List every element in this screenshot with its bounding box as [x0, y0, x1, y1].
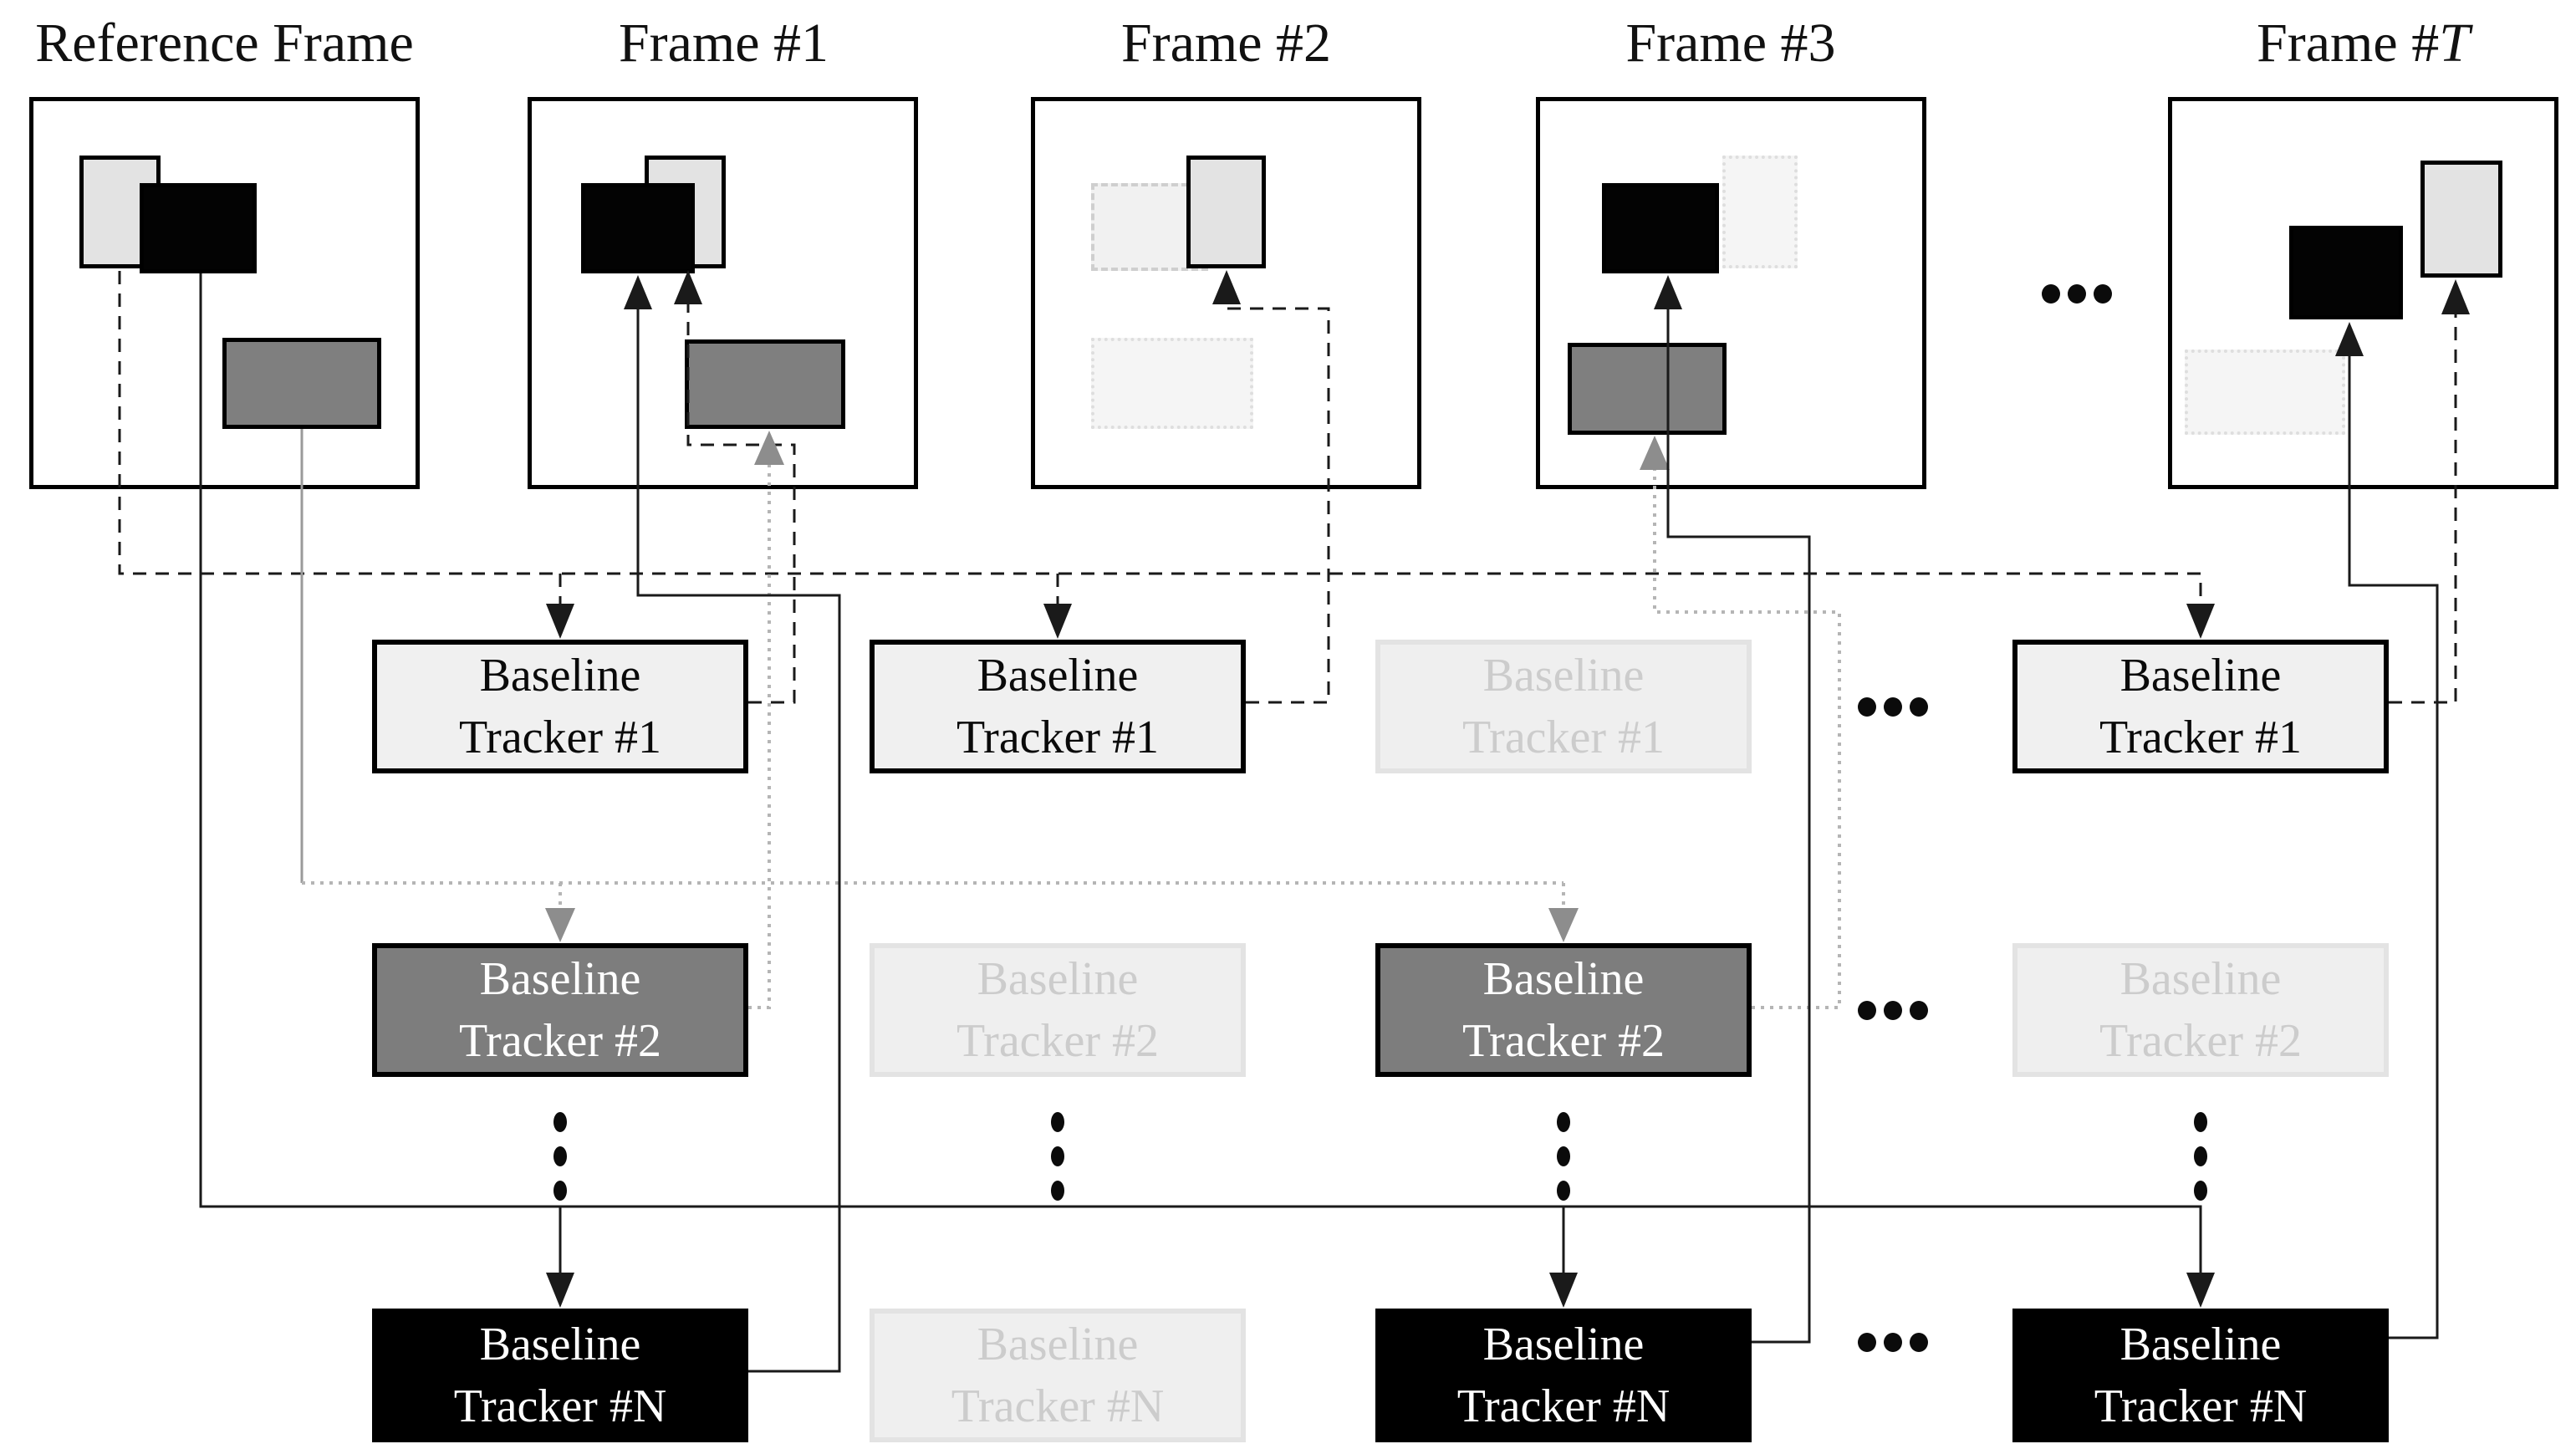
tracker-N-frame2-inactive: Baseline Tracker #N	[870, 1309, 1246, 1442]
frame-title-text: Frame #	[1625, 13, 1808, 74]
wire-tracker2-output-frame1	[748, 431, 784, 1009]
tracker-N-frame1: Baseline Tracker #N	[372, 1309, 748, 1442]
frame-title-text: Frame #	[618, 13, 802, 74]
ellipsis-vertical-icon	[553, 1112, 567, 1201]
tracker-N-frame3: Baseline Tracker #N	[1375, 1309, 1752, 1442]
tracker-label-line2: Tracker #N	[1456, 1380, 1671, 1432]
frame-title-var: 3	[1808, 13, 1836, 74]
object-ghost-gray-frame2	[1091, 338, 1253, 429]
ellipsis-horizontal-icon	[2042, 284, 2112, 304]
ellipsis-horizontal-icon	[1858, 697, 1928, 717]
frame-title-reference: Reference Frame	[29, 10, 420, 77]
tracker-label-line1: Baseline	[479, 953, 641, 1005]
frame-title-2: Frame #2	[1031, 10, 1421, 77]
object-gray-frame3	[1568, 343, 1727, 435]
object-black-reference	[140, 183, 257, 273]
frame-title-text: Frame #	[2257, 13, 2440, 74]
tracker-label-line2: Tracker #2	[458, 1015, 662, 1067]
tracker-label-line1: Baseline	[2119, 953, 2282, 1005]
tracker-label-line1: Baseline	[479, 650, 641, 702]
tracker-1-frame1: Baseline Tracker #1	[372, 640, 748, 773]
tracker-label-line2: Tracker #1	[458, 712, 662, 763]
tracker-label-line1: Baseline	[1482, 953, 1645, 1005]
frame-title-var: 2	[1303, 13, 1332, 74]
tracker-N-frameT: Baseline Tracker #N	[2012, 1309, 2389, 1442]
object-black-frameT	[2289, 226, 2403, 319]
tracker-label-line2: Tracker #1	[1461, 712, 1665, 763]
tracker-label-line2: Tracker #N	[453, 1380, 667, 1432]
tracker-2-frame3: Baseline Tracker #2	[1375, 943, 1752, 1077]
tracker-label-line1: Baseline	[2119, 650, 2282, 702]
tracker-label-line2: Tracker #1	[2099, 712, 2303, 763]
frame-title-1: Frame #1	[528, 10, 920, 77]
object-lightgray-frameT	[2420, 161, 2502, 278]
frame-title-text: Reference Frame	[35, 13, 414, 74]
ellipsis-vertical-icon	[1051, 1112, 1064, 1201]
object-gray-frame1	[685, 339, 845, 429]
object-ghost-lightgray-frame3	[1722, 156, 1798, 268]
tracker-1-frame3-inactive: Baseline Tracker #1	[1375, 640, 1752, 773]
ellipsis-horizontal-icon	[1858, 1333, 1928, 1352]
tracker-label-line1: Baseline	[977, 650, 1139, 702]
ellipsis-vertical-icon	[2194, 1112, 2207, 1201]
frame-T	[2168, 97, 2558, 489]
object-lightgray-frame2	[1186, 156, 1266, 268]
tracker-label-line1: Baseline	[479, 1319, 641, 1370]
tracker-label-line1: Baseline	[977, 953, 1139, 1005]
frame-title-T: Frame #T	[2168, 10, 2558, 77]
frame-3	[1536, 97, 1926, 489]
tracker-2-frameT-inactive: Baseline Tracker #2	[2012, 943, 2389, 1077]
object-black-frame1	[581, 183, 695, 273]
frame-1	[528, 97, 918, 489]
tracker-label-line1: Baseline	[2119, 1319, 2282, 1370]
frame-title-var: T	[2439, 13, 2470, 74]
tracker-1-frame2: Baseline Tracker #1	[870, 640, 1246, 773]
frame-title-text: Frame #	[1120, 13, 1304, 74]
frame-reference	[29, 97, 420, 489]
ellipsis-horizontal-icon	[1858, 1001, 1928, 1020]
tracker-2-frame2-inactive: Baseline Tracker #2	[870, 943, 1246, 1077]
object-black-frame3	[1602, 183, 1719, 273]
tracker-1-frameT: Baseline Tracker #1	[2012, 640, 2389, 773]
tracker-label-line1: Baseline	[1482, 1319, 1645, 1370]
tracker-label-line2: Tracker #2	[2099, 1015, 2303, 1067]
tracker-label-line1: Baseline	[977, 1319, 1139, 1370]
object-gray-reference	[222, 338, 381, 429]
tracker-label-line2: Tracker #2	[1461, 1015, 1665, 1067]
ellipsis-vertical-icon	[1557, 1112, 1570, 1201]
frame-title-var: 1	[801, 13, 829, 74]
tracker-label-line2: Tracker #2	[956, 1015, 1160, 1067]
object-ghost-gray-frameT	[2185, 349, 2345, 435]
tracker-2-frame1: Baseline Tracker #2	[372, 943, 748, 1077]
tracker-label-line1: Baseline	[1482, 650, 1645, 702]
tracker-label-line2: Tracker #N	[2094, 1380, 2308, 1432]
tracker-label-line2: Tracker #1	[956, 712, 1160, 763]
frame-2	[1031, 97, 1421, 489]
frame-title-3: Frame #3	[1536, 10, 1926, 77]
tracker-label-line2: Tracker #N	[951, 1380, 1165, 1432]
